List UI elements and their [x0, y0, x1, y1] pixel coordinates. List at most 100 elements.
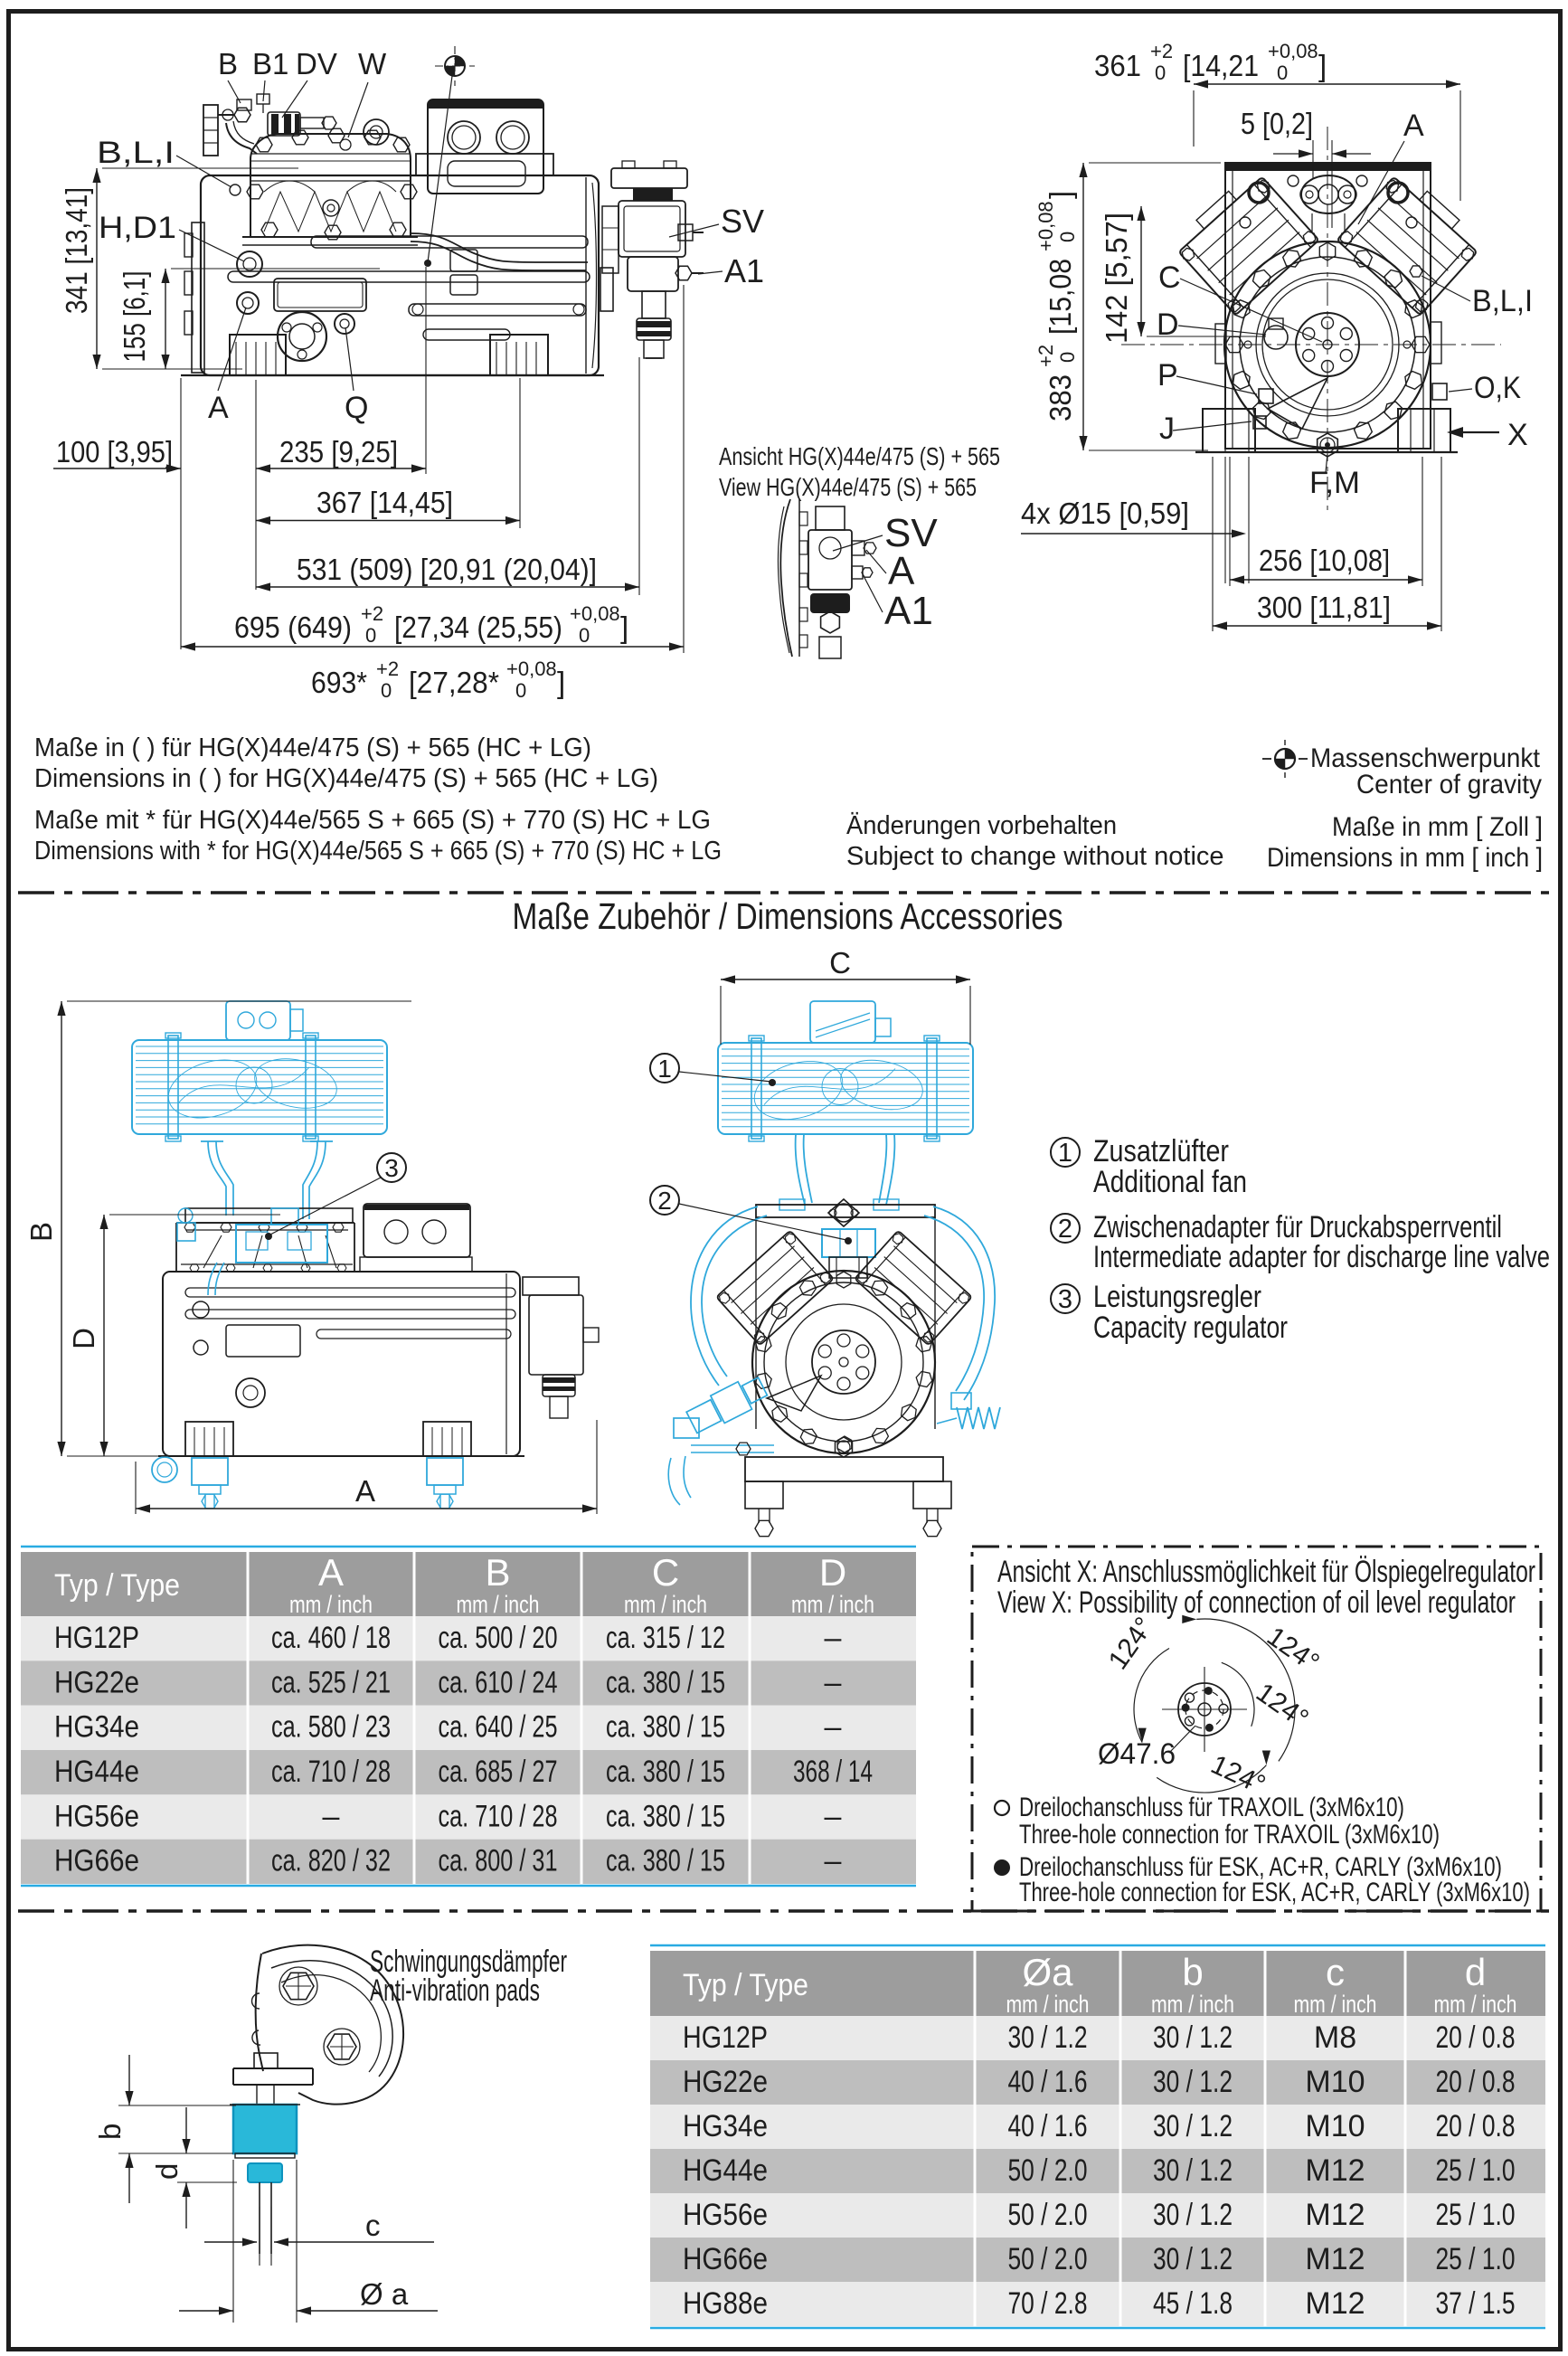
svg-text:H,D1: H,D1 — [99, 211, 176, 245]
svg-text:142 [5,57]: 142 [5,57] — [1100, 213, 1133, 344]
svg-text:368 / 14: 368 / 14 — [793, 1755, 873, 1789]
svg-text:B: B — [218, 47, 238, 80]
svg-text:HG34e: HG34e — [54, 1710, 139, 1745]
svg-text:HG44e: HG44e — [683, 2153, 768, 2188]
svg-text:X: X — [1507, 418, 1528, 452]
svg-text:]: ] — [1318, 49, 1327, 82]
svg-text:+2: +2 — [376, 658, 399, 680]
svg-text:Maße in mm [ Zoll ]: Maße in mm [ Zoll ] — [1332, 812, 1543, 842]
svg-text:W: W — [358, 47, 387, 80]
svg-text:mm / inch: mm / inch — [1294, 1991, 1377, 2018]
svg-text:ca. 500 / 20: ca. 500 / 20 — [439, 1621, 558, 1655]
svg-text:F,M: F,M — [1309, 466, 1360, 500]
svg-text:B,L,I: B,L,I — [97, 136, 175, 170]
svg-text:20 / 0.8: 20 / 0.8 — [1436, 2109, 1516, 2143]
svg-text:30 / 1.2: 30 / 1.2 — [1153, 2065, 1233, 2099]
svg-text:M12: M12 — [1305, 2153, 1365, 2188]
svg-text:+2: +2 — [1150, 40, 1173, 62]
svg-text:Maße Zubehör / Dimensions Acce: Maße Zubehör / Dimensions Accessories — [513, 895, 1063, 937]
svg-text:ca. 685 / 27: ca. 685 / 27 — [439, 1755, 558, 1789]
svg-text:Anti-vibration pads: Anti-vibration pads — [370, 1973, 540, 2008]
svg-text:P: P — [1157, 358, 1178, 393]
svg-text:M8: M8 — [1314, 2020, 1356, 2055]
svg-text:0: 0 — [365, 624, 376, 647]
svg-text:Three-hole connection for ESK,: Three-hole connection for ESK, AC+R, CAR… — [1019, 1878, 1530, 1907]
svg-text:40 / 1.6: 40 / 1.6 — [1008, 2065, 1088, 2099]
svg-text:C: C — [829, 946, 851, 979]
svg-text:HG56e: HG56e — [54, 1799, 139, 1833]
svg-text:HG34e: HG34e — [683, 2109, 768, 2143]
svg-text:–: – — [825, 1844, 842, 1878]
svg-text:–: – — [323, 1799, 340, 1833]
svg-text:Dimensions with * for HG(X)44e: Dimensions with * for HG(X)44e/565 S + 6… — [34, 837, 722, 866]
svg-text:30 / 1.2: 30 / 1.2 — [1153, 2198, 1233, 2232]
svg-text:383: 383 — [1044, 374, 1077, 421]
svg-text:A: A — [208, 391, 229, 425]
svg-text:30 / 1.2: 30 / 1.2 — [1008, 2020, 1088, 2055]
svg-text:Schwingungsdämpfer: Schwingungsdämpfer — [370, 1944, 567, 1979]
svg-text:+0,08: +0,08 — [570, 602, 620, 625]
svg-text:C: C — [1158, 260, 1181, 295]
svg-text:40 / 1.6: 40 / 1.6 — [1008, 2109, 1088, 2143]
svg-text:Ansicht X: Anschlussmöglichkei: Ansicht X: Anschlussmöglichkeit für Ölsp… — [997, 1555, 1535, 1589]
svg-text:HG22e: HG22e — [54, 1665, 139, 1699]
svg-text:ca. 380 / 15: ca. 380 / 15 — [606, 1755, 725, 1789]
svg-text:A: A — [1403, 109, 1424, 143]
svg-text:B: B — [485, 1551, 510, 1594]
svg-text:–: – — [825, 1621, 842, 1655]
svg-text:0: 0 — [1056, 352, 1079, 363]
svg-text:ca. 315 / 12: ca. 315 / 12 — [606, 1621, 725, 1655]
svg-text:20 / 0.8: 20 / 0.8 — [1436, 2020, 1516, 2055]
svg-text:155 [6,1]: 155 [6,1] — [118, 271, 151, 363]
svg-text:M10: M10 — [1305, 2109, 1365, 2143]
svg-text:Q: Q — [345, 391, 368, 425]
svg-text:b: b — [1182, 1951, 1203, 1993]
svg-text:d: d — [150, 2163, 184, 2180]
svg-text:0: 0 — [579, 624, 590, 647]
svg-text:B,L,I: B,L,I — [1472, 284, 1533, 318]
svg-text:25 / 1.0: 25 / 1.0 — [1436, 2198, 1516, 2232]
svg-text:Dimensions in ( ) for HG(X)44e: Dimensions in ( ) for HG(X)44e/475 (S) +… — [34, 764, 658, 793]
svg-text:70 / 2.8: 70 / 2.8 — [1008, 2286, 1088, 2321]
svg-text:100 [3,95]: 100 [3,95] — [56, 435, 173, 468]
svg-text:ca. 640 / 25: ca. 640 / 25 — [439, 1710, 558, 1745]
svg-text:Dreilochanschluss für TRAXOIL: Dreilochanschluss für TRAXOIL (3xM6x10) — [1019, 1793, 1404, 1822]
svg-text:mm / inch: mm / inch — [457, 1591, 540, 1618]
svg-text:Center of gravity: Center of gravity — [1356, 770, 1542, 800]
svg-text:D: D — [819, 1551, 846, 1594]
svg-text:300 [11,81]: 300 [11,81] — [1257, 591, 1391, 624]
svg-text:Änderungen vorbehalten: Änderungen vorbehalten — [846, 811, 1117, 840]
svg-text:[27,28*: [27,28* — [409, 666, 499, 699]
svg-text:+0,08: +0,08 — [1268, 40, 1318, 62]
svg-text:25 / 1.0: 25 / 1.0 — [1436, 2242, 1516, 2276]
svg-text:361: 361 — [1094, 49, 1141, 82]
svg-text:–: – — [825, 1799, 842, 1833]
svg-text:Dimensions in mm [ inch ]: Dimensions in mm [ inch ] — [1267, 843, 1543, 873]
svg-text:A: A — [355, 1474, 375, 1508]
svg-text:0: 0 — [515, 679, 526, 702]
svg-text:c: c — [365, 2209, 381, 2242]
svg-text:50 / 2.0: 50 / 2.0 — [1008, 2153, 1088, 2188]
svg-text:M12: M12 — [1305, 2242, 1365, 2276]
svg-text:ca. 610 / 24: ca. 610 / 24 — [439, 1665, 558, 1699]
svg-text:mm / inch: mm / inch — [1434, 1991, 1517, 2018]
svg-text:256 [10,08]: 256 [10,08] — [1259, 544, 1390, 577]
svg-text:531 (509) [20,91 (20,04)]: 531 (509) [20,91 (20,04)] — [297, 553, 597, 586]
svg-text:2: 2 — [657, 1187, 672, 1215]
svg-text:c: c — [1326, 1951, 1345, 1993]
svg-text:Zwischenadapter für Druckabspe: Zwischenadapter für Druckabsperrventil — [1093, 1210, 1502, 1244]
svg-text:mm / inch: mm / inch — [289, 1591, 373, 1618]
svg-text:+2: +2 — [1034, 345, 1057, 367]
svg-text:50 / 2.0: 50 / 2.0 — [1008, 2198, 1088, 2232]
svg-text:[14,21: [14,21 — [1183, 49, 1259, 82]
svg-text:View X: Possibility of connect: View X: Possibility of connection of oil… — [997, 1585, 1516, 1620]
svg-text:37 / 1.5: 37 / 1.5 — [1436, 2286, 1516, 2321]
svg-text:Ø47.6: Ø47.6 — [1098, 1737, 1176, 1770]
svg-text:30 / 1.2: 30 / 1.2 — [1153, 2242, 1233, 2276]
svg-text:M12: M12 — [1305, 2198, 1365, 2232]
svg-text:mm / inch: mm / inch — [1006, 1991, 1090, 2018]
svg-text:B: B — [24, 1222, 58, 1242]
svg-text:View HG(X)44e/475 (S) + 565: View HG(X)44e/475 (S) + 565 — [719, 473, 977, 501]
svg-text:M10: M10 — [1305, 2065, 1365, 2099]
svg-text:0: 0 — [1155, 62, 1166, 84]
